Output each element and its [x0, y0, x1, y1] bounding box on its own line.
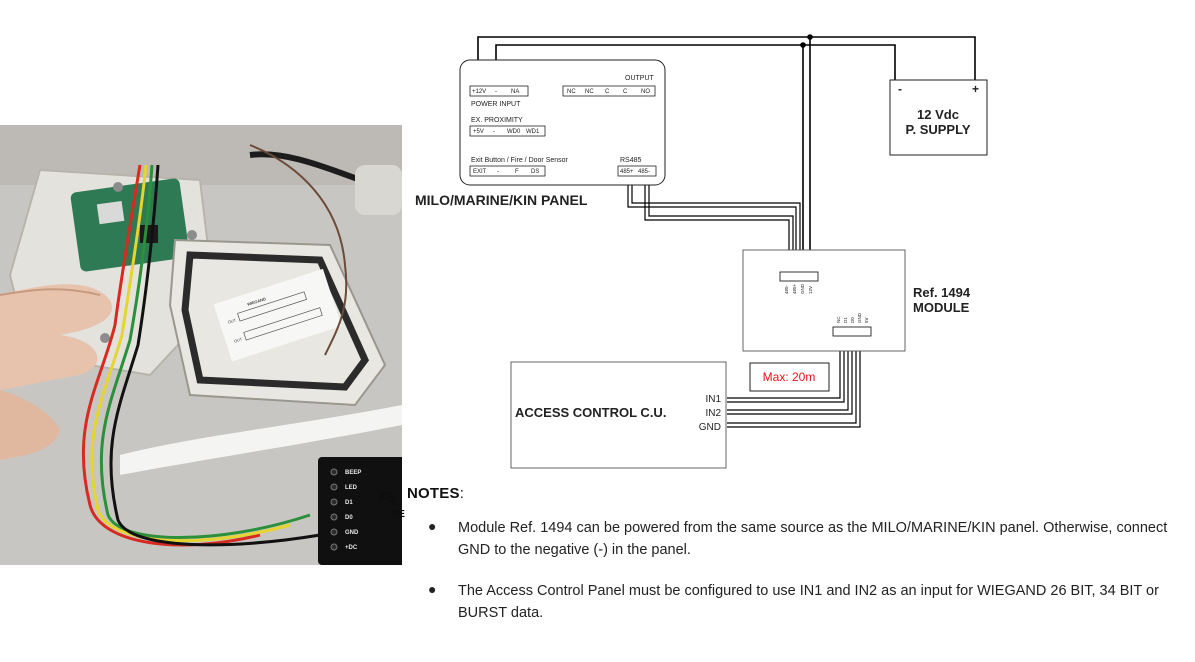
exit-label: Exit Button / Fire / Door Sensor — [471, 157, 569, 164]
pin-5v: 5V — [864, 317, 869, 323]
pin-485-minus: 485- — [784, 284, 789, 294]
power-supply: - + 12 Vdc P. SUPPLY — [889, 79, 988, 156]
output-terminals: NC NC C C NO — [562, 85, 656, 97]
pin-485-plus: 485+ — [792, 283, 797, 294]
terminal-f: F — [515, 169, 519, 175]
psu-line2: P. SUPPLY — [905, 122, 970, 137]
terminal-exit: EXIT — [473, 169, 487, 175]
bullet-icon: ● — [428, 518, 437, 534]
sticker-prefix-1: OUT — [227, 317, 237, 325]
power-wires — [477, 36, 976, 272]
terminal-wd1: WD1 — [526, 129, 540, 135]
terminal-no: NO — [641, 89, 650, 95]
terminal-485-plus: 485+ — [620, 169, 634, 175]
terminal-12v: +12V — [472, 89, 486, 95]
terminal-c: C — [623, 89, 628, 95]
module-label-line2: MODULE — [913, 300, 970, 315]
junction-dot — [807, 34, 813, 40]
module-1494: 485- 485+ GND 12V NC D1 D0 GND 5V — [742, 249, 906, 352]
power-input-label: POWER INPUT — [471, 101, 521, 108]
psu-plus: + — [972, 82, 979, 96]
terminal-minus: - — [495, 89, 497, 95]
notes-title: NOTES: — [407, 485, 465, 502]
note-item: The Access Control Panel must be configu… — [458, 583, 1159, 621]
acu-in2: IN2 — [705, 408, 721, 419]
wiegand-wires — [727, 336, 861, 428]
terminal-nc: NC — [567, 89, 576, 95]
acu-in1: IN1 — [705, 394, 721, 405]
pin-12v: 12V — [808, 286, 813, 294]
acu-gnd: GND — [699, 422, 721, 433]
sticker-prefix-2: OUT — [233, 336, 243, 344]
exit-terminals: EXIT - F DS — [469, 165, 546, 177]
power-input-terminals: +12V - NA — [469, 85, 529, 97]
terminal-c: C — [605, 89, 610, 95]
pin-d0: D0 — [850, 317, 855, 323]
pin-nc: NC — [836, 316, 841, 323]
note-item: Module Ref. 1494 can be powered from the… — [458, 520, 1168, 558]
device-brand-fragment-2: RE — [391, 509, 405, 520]
pin-gnd: GND — [857, 312, 862, 323]
module-label-line1: Ref. 1494 — [913, 285, 971, 300]
terminal-minus: - — [497, 169, 499, 175]
terminal-ds: DS — [531, 169, 539, 175]
junction-dot — [800, 42, 806, 48]
rs485-wires — [627, 180, 801, 272]
rs485-label: RS485 — [620, 157, 642, 164]
terminal-minus: - — [493, 129, 495, 135]
terminal-nc: NC — [585, 89, 594, 95]
wiring-diagram: OUTPUT NC NC C C NO +12V - NA POWER INPU… — [405, 20, 1195, 480]
max-distance-label: Max: 20m — [763, 370, 816, 384]
prox-terminals: +5V - WD0 WD1 — [469, 125, 546, 137]
terminal-5v: +5V — [473, 129, 484, 135]
bullet-icon: ● — [428, 581, 437, 597]
psu-minus: - — [898, 82, 902, 96]
pin-d1: D1 — [843, 317, 848, 323]
terminal-485-minus: 485- — [638, 169, 650, 175]
rs485-terminals: 485+ 485- — [617, 165, 657, 177]
ex-proximity-label: EX. PROXIMITY — [471, 117, 523, 124]
acu-label: ACCESS CONTROL C.U. — [515, 405, 666, 420]
pin-gnd: GND — [800, 283, 805, 294]
terminal-na: NA — [511, 89, 519, 95]
output-title: OUTPUT — [625, 75, 655, 82]
sticker-title: WIEGAND — [246, 296, 266, 307]
terminal-wd0: WD0 — [507, 129, 521, 135]
psu-line1: 12 Vdc — [917, 107, 959, 122]
max-distance-box: Max: 20m — [749, 362, 830, 392]
panel-label: MILO/MARINE/KIN PANEL — [415, 192, 588, 208]
device-brand-fragment: FE — [379, 490, 396, 505]
installation-photo: WIEGAND OUT OUT BEEP LED D1 D0 GND +DC — [0, 125, 402, 565]
milo-panel: OUTPUT NC NC C C NO +12V - NA POWER INPU… — [459, 59, 666, 186]
access-control-unit: ACCESS CONTROL C.U. IN1 IN2 GND — [510, 361, 727, 469]
